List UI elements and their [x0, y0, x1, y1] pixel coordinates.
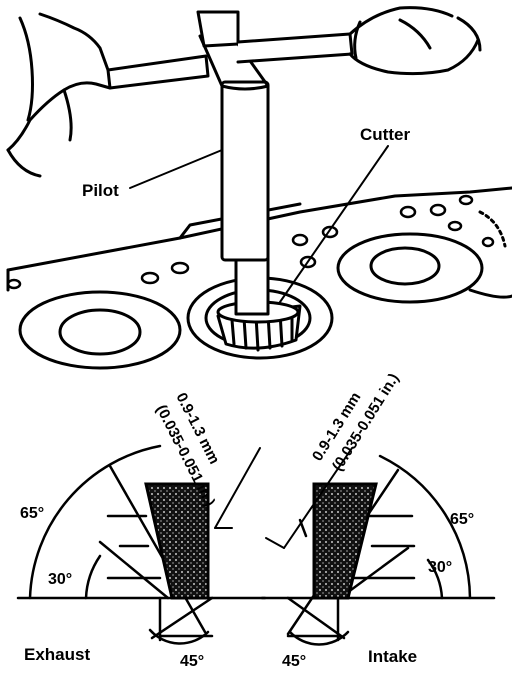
intake-angle-65: 65°	[450, 511, 474, 528]
intake-label: Intake	[368, 647, 417, 666]
exhaust-seat-detail	[16, 444, 267, 645]
right-hand	[348, 6, 482, 76]
intake-seat-detail	[260, 447, 496, 646]
exhaust-angle-65: 65°	[20, 505, 44, 522]
pilot-leader	[129, 149, 223, 189]
exhaust-seat-section	[144, 482, 210, 600]
cylinder-head-illustration	[6, 6, 512, 370]
intake-width-leader	[283, 447, 353, 549]
intake-arc	[378, 454, 472, 600]
t-handle	[106, 54, 210, 90]
intake-angle-30: 30°	[428, 559, 452, 576]
exhaust-width-leader	[214, 447, 261, 529]
pilot-shaft	[196, 10, 270, 316]
bolt-holes	[6, 194, 495, 290]
intake-seat-section	[312, 482, 378, 600]
right-valve-port	[336, 210, 512, 304]
intake-angle-45: 45°	[282, 653, 306, 670]
cutter-leader	[279, 145, 389, 303]
left-valve-port	[18, 290, 182, 370]
exhaust-angle-45: 45°	[180, 653, 204, 670]
exhaust-angle-30: 30°	[48, 571, 72, 588]
left-hand	[6, 12, 112, 178]
exhaust-arc	[28, 444, 162, 600]
exhaust-label: Exhaust	[24, 645, 90, 664]
pilot-label: Pilot	[82, 181, 119, 200]
cutter-label: Cutter	[360, 125, 410, 144]
